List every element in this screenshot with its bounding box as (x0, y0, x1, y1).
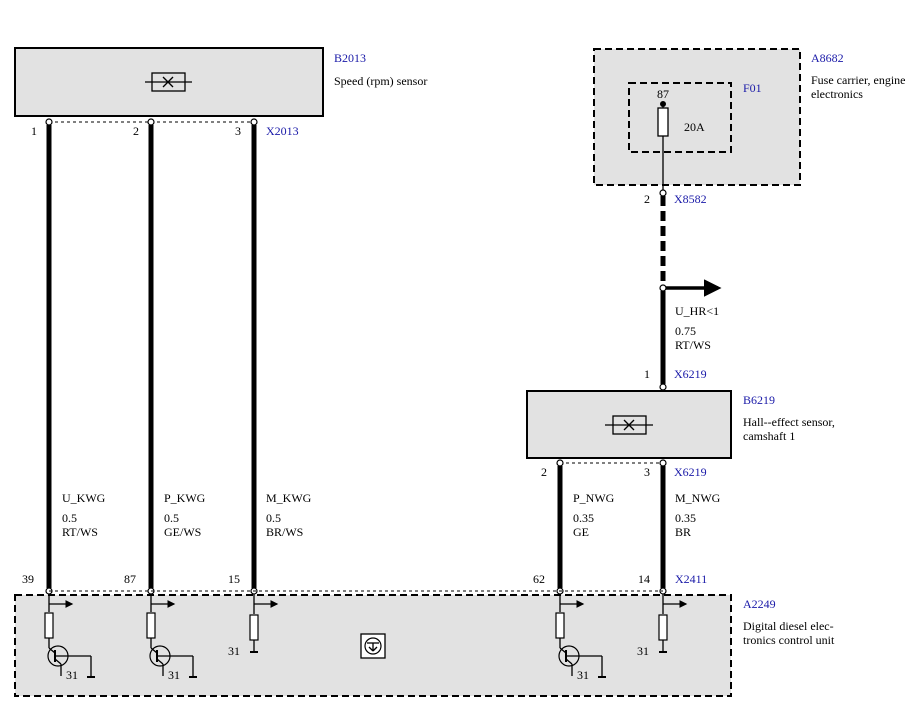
b2013-pin-2: 2 (133, 124, 139, 138)
wire-p-kwg-signal: P_KWG (164, 491, 206, 505)
wire-p-nwg-signal: P_NWG (573, 491, 615, 505)
x6219-in-connector: X6219 (674, 367, 707, 381)
transistor-input-icon (44, 594, 95, 678)
x2411-pin-87: 87 (124, 572, 136, 586)
x8582-pin: 2 (644, 192, 650, 206)
wire-u-hr[interactable] (659, 189, 667, 391)
wire-m-kwg-color: BR/WS (266, 525, 303, 539)
x6219-pin-3: 3 (644, 465, 650, 479)
f01-rating: 20A (684, 120, 705, 134)
wire-m-nwg-color: BR (675, 525, 691, 539)
ground-label-62: 31 (577, 668, 589, 682)
component-a2249[interactable]: 31 31 31 (14, 594, 732, 697)
control-unit-icon (360, 633, 386, 659)
wire-m-kwg-signal: M_KWG (266, 491, 312, 505)
wire-m-nwg[interactable] (659, 459, 667, 595)
x6219-pin-2: 2 (541, 465, 547, 479)
wire-u-hr-color: RT/WS (675, 338, 711, 352)
b2013-pin-3: 3 (235, 124, 241, 138)
resistor-ground-icon (249, 594, 279, 653)
wire-p-nwg[interactable] (556, 459, 564, 595)
ground-label-15: 31 (228, 644, 240, 658)
x2411-pin-39: 39 (22, 572, 34, 586)
x2013-connector: X2013 (266, 124, 299, 138)
wire-u-kwg[interactable] (45, 118, 53, 595)
wire-u-hr-signal: U_HR<1 (675, 304, 719, 318)
x6219-in-pin: 1 (644, 367, 650, 381)
wire-m-nwg-size: 0.35 (675, 511, 696, 525)
ground-label-87: 31 (168, 668, 180, 682)
f01-box (628, 82, 732, 153)
wire-u-kwg-color: RT/WS (62, 525, 98, 539)
x2411-pin-15: 15 (228, 572, 240, 586)
b6219-name-line2: camshaft 1 (743, 429, 795, 443)
wire-p-kwg-size: 0.5 (164, 511, 179, 525)
b2013-id: B2013 (334, 51, 366, 65)
component-b2013[interactable] (14, 47, 324, 117)
sensor-symbol-icon (605, 415, 653, 435)
sensor-symbol-icon (145, 72, 192, 92)
wire-p-kwg[interactable] (147, 118, 155, 595)
x2411-connector: X2411 (675, 572, 707, 586)
transistor-input-icon (146, 594, 197, 678)
ground-label-14: 31 (637, 644, 649, 658)
x2411-pin-14: 14 (638, 572, 650, 586)
b6219-name-line1: Hall--effect sensor, (743, 415, 835, 429)
transistor-input-icon (555, 594, 606, 678)
resistor-ground-icon (658, 594, 688, 653)
a8682-id: A8682 (811, 51, 844, 65)
wire-m-kwg[interactable] (250, 118, 258, 595)
wire-p-nwg-color: GE (573, 525, 589, 539)
x2411-pin-62: 62 (533, 572, 545, 586)
a8682-name-line2: electronics (811, 87, 863, 101)
f01-id: F01 (743, 81, 762, 95)
ground-label-39: 31 (66, 668, 78, 682)
wire-p-kwg-color: GE/WS (164, 525, 201, 539)
a2249-id: A2249 (743, 597, 776, 611)
wire-u-kwg-signal: U_KWG (62, 491, 106, 505)
a2249-name-line1: Digital diesel elec- (743, 619, 834, 633)
b2013-name: Speed (rpm) sensor (334, 74, 427, 88)
wire-u-hr-size: 0.75 (675, 324, 696, 338)
x8582-connector: X8582 (674, 192, 707, 206)
wire-p-nwg-size: 0.35 (573, 511, 594, 525)
fuse-icon (657, 101, 669, 192)
b2013-pin-1: 1 (31, 124, 37, 138)
x6219-out-connector: X6219 (674, 465, 707, 479)
wire-u-kwg-size: 0.5 (62, 511, 77, 525)
a8682-name-line1: Fuse carrier, engine (811, 73, 905, 87)
component-b6219[interactable] (526, 390, 732, 459)
wire-m-kwg-size: 0.5 (266, 511, 281, 525)
a2249-name-line2: tronics control unit (743, 633, 835, 647)
f01-pin: 87 (657, 87, 669, 101)
b6219-id: B6219 (743, 393, 775, 407)
wire-m-nwg-signal: M_NWG (675, 491, 721, 505)
component-a8682[interactable] (593, 48, 801, 192)
a8682-box (593, 48, 801, 186)
